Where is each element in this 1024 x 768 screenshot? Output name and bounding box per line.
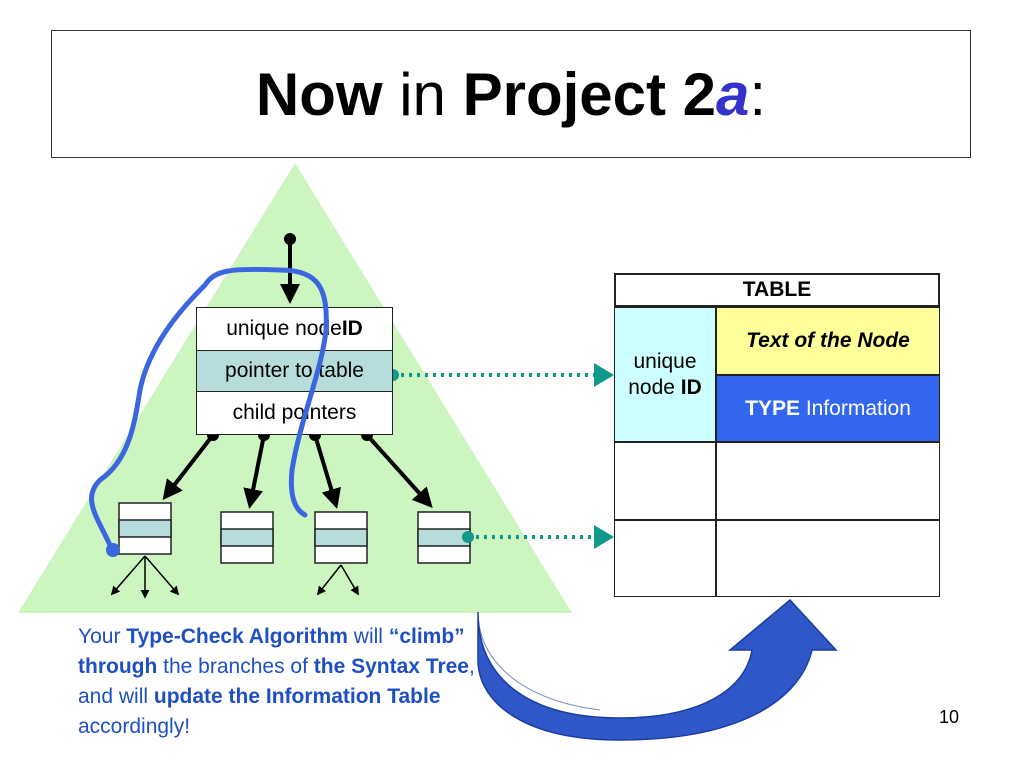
child-node-3 bbox=[314, 511, 368, 564]
tree-node: unique node ID pointer to table child po… bbox=[196, 307, 393, 435]
child-node-4 bbox=[417, 511, 471, 564]
node-table-pointer-row: pointer to table bbox=[197, 350, 392, 392]
update-curved-arrow bbox=[477, 598, 838, 741]
table-empty-cell bbox=[716, 442, 940, 520]
child-node-1 bbox=[118, 502, 172, 555]
table-empty-cell bbox=[614, 520, 716, 597]
table-type-cell: TYPE Information bbox=[716, 375, 940, 442]
node-child-pointers-row: child pointers bbox=[232, 401, 357, 424]
title-in: in bbox=[382, 60, 463, 128]
title-project: Project 2 bbox=[462, 60, 717, 128]
table-empty-cell bbox=[716, 520, 940, 597]
table-header: TABLE bbox=[614, 273, 940, 307]
grandchild-arrows bbox=[110, 555, 359, 599]
child-node-2 bbox=[220, 511, 274, 564]
title-colon: : bbox=[749, 60, 767, 128]
title-now: Now bbox=[255, 60, 383, 128]
slide-title: Now in Project 2a: bbox=[51, 30, 971, 158]
table-text-cell: Text of the Node bbox=[716, 307, 940, 375]
node-id-row: unique node ID bbox=[226, 317, 363, 340]
table-empty-cell bbox=[614, 442, 716, 520]
page-number: 10 bbox=[939, 707, 960, 727]
caption-text: Your Type-Check Algorithm will “climb” t… bbox=[78, 625, 475, 738]
title-a: a bbox=[716, 60, 750, 128]
